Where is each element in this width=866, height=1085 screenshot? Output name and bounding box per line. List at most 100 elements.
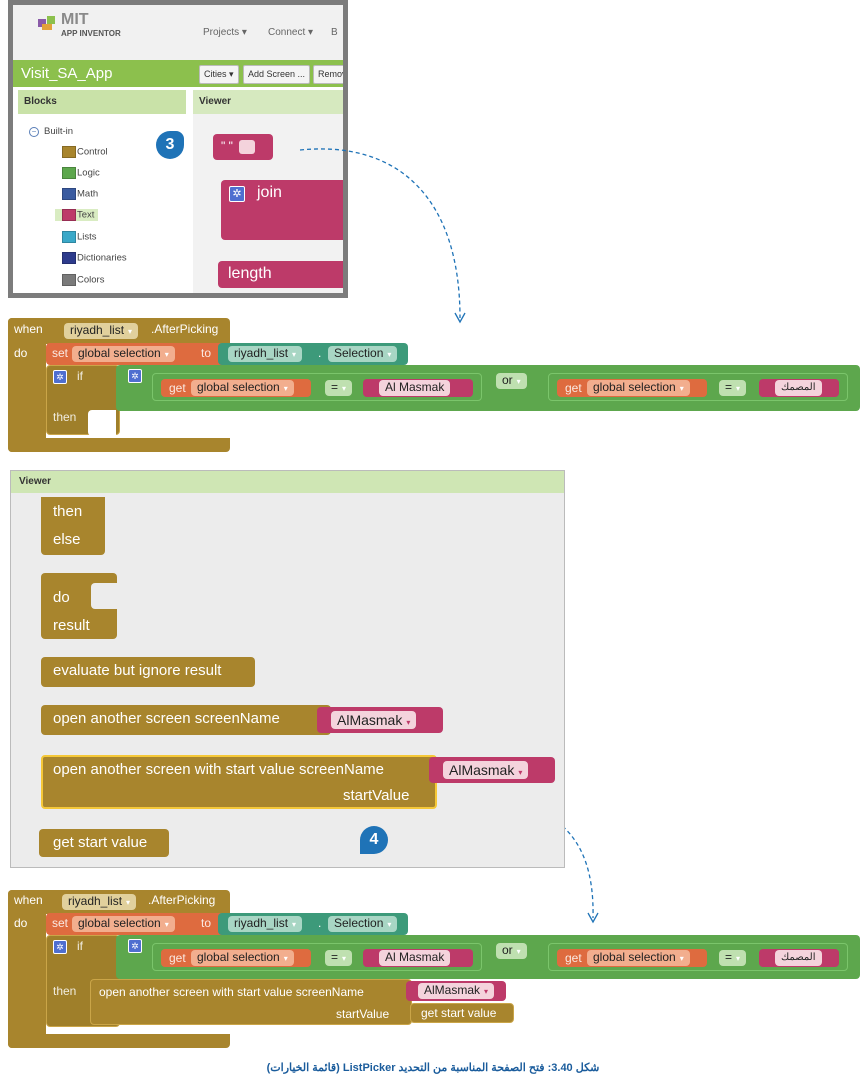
equals-dropdown[interactable]: =▾: [325, 950, 353, 966]
result-label: result: [53, 617, 90, 634]
property-name: Selection: [334, 916, 384, 930]
component-name: riyadh_list: [70, 323, 125, 337]
category-label: Colors: [77, 274, 105, 286]
equals-dropdown[interactable]: =▾: [719, 380, 747, 396]
gear-icon[interactable]: ✲: [128, 369, 142, 383]
screen-dropdown[interactable]: Cities ▾: [199, 65, 239, 84]
open-screen-block[interactable]: open another screen screenName: [41, 705, 331, 735]
dot-label: .: [318, 916, 322, 930]
component-dropdown[interactable]: riyadh_list▾: [64, 323, 139, 339]
collapse-icon[interactable]: −: [29, 127, 39, 137]
inserted-open-screen-block[interactable]: open another screen with start value scr…: [90, 979, 412, 1025]
screen-name-text-block[interactable]: AlMasmak▾: [317, 707, 443, 733]
variable-dropdown[interactable]: global selection▾: [72, 346, 175, 362]
join-block[interactable]: ✲ join: [221, 180, 343, 240]
menu-build[interactable]: B: [331, 27, 338, 38]
inserted-screen-value[interactable]: AlMasmak▾: [418, 983, 495, 999]
property-dropdown[interactable]: Selection▾: [328, 346, 398, 362]
category-item-lists[interactable]: Lists: [62, 231, 97, 243]
remove-screen-button[interactable]: Remov: [313, 65, 343, 84]
compare-block-1[interactable]: get global selection▾ =▾ Al Masmak: [152, 373, 482, 401]
category-item-text[interactable]: Text: [55, 209, 99, 221]
component-dropdown[interactable]: riyadh_list▾: [62, 894, 137, 910]
component-getter-dropdown[interactable]: riyadh_list▾: [228, 346, 303, 362]
screen-name-value[interactable]: AlMasmak▾: [331, 711, 417, 729]
or-dropdown[interactable]: or▾: [496, 373, 527, 389]
event-name: .AfterPicking: [151, 322, 219, 336]
set-block[interactable]: set global selection▾ to: [46, 913, 232, 935]
get-variable-dropdown[interactable]: global selection▾: [587, 380, 690, 396]
category-label: Dictionaries: [77, 252, 127, 264]
length-block[interactable]: length: [218, 261, 343, 288]
text-field[interactable]: [239, 140, 255, 154]
inserted-screen-text-block[interactable]: AlMasmak▾: [406, 981, 506, 1001]
menu-projects[interactable]: Projects ▾: [203, 27, 247, 38]
equals-dropdown[interactable]: =▾: [325, 380, 353, 396]
component-getter-block[interactable]: riyadh_list▾ . Selection▾: [218, 343, 408, 365]
text-value-1[interactable]: Al Masmak: [379, 380, 451, 396]
brand-mit: MIT: [61, 11, 89, 28]
get-block-1[interactable]: get global selection▾: [161, 949, 311, 967]
open-screen-start-block[interactable]: open another screen with start value scr…: [41, 755, 437, 809]
if-else-fragment[interactable]: then else: [41, 497, 105, 555]
text-string-block[interactable]: " ": [213, 134, 273, 160]
get-block-2[interactable]: get global selection▾: [557, 379, 707, 397]
equals-dropdown[interactable]: =▾: [719, 950, 747, 966]
gear-icon[interactable]: ✲: [53, 940, 67, 954]
get-block-2[interactable]: get global selection▾: [557, 949, 707, 967]
start-screen-value[interactable]: AlMasmak▾: [443, 761, 529, 779]
get-variable-dropdown[interactable]: global selection▾: [587, 950, 690, 966]
text-value-2[interactable]: المصمك: [775, 950, 822, 966]
arrow-step3-head: [454, 312, 466, 324]
property-dropdown[interactable]: Selection▾: [328, 916, 398, 932]
compare-block-2[interactable]: get global selection▾ =▾ المصمك: [548, 943, 848, 971]
open-screen-label: open another screen screenName: [53, 710, 280, 727]
text-value-2[interactable]: المصمك: [775, 380, 822, 396]
get-variable-name: global selection: [593, 380, 676, 394]
component-getter-dropdown[interactable]: riyadh_list▾: [228, 916, 303, 932]
get-variable-dropdown[interactable]: global selection▾: [191, 950, 294, 966]
gear-icon[interactable]: ✲: [53, 370, 67, 384]
event-block-1[interactable]: when riyadh_list▾ .AfterPicking do set g…: [8, 318, 860, 452]
variable-dropdown[interactable]: global selection▾: [72, 916, 175, 932]
category-item-logic[interactable]: Logic: [62, 167, 100, 179]
or-block[interactable]: ✲ get global selection▾ =▾ Al Masmak or▾…: [116, 365, 860, 411]
text-block-1[interactable]: Al Masmak: [363, 379, 473, 397]
text-block-2[interactable]: المصمك: [759, 379, 839, 397]
compare-block-1[interactable]: get global selection▾ =▾ Al Masmak: [152, 943, 482, 971]
gear-icon[interactable]: ✲: [229, 186, 245, 202]
category-item-dictionaries[interactable]: Dictionaries: [62, 252, 127, 264]
compare-block-2[interactable]: get global selection▾ =▾ المصمك: [548, 373, 848, 401]
category-item-math[interactable]: Math: [62, 188, 98, 200]
or-dropdown[interactable]: or▾: [496, 943, 527, 959]
menu-connect[interactable]: Connect ▾: [268, 27, 314, 38]
add-screen-button[interactable]: Add Screen ...: [243, 65, 311, 84]
event-block-2[interactable]: when riyadh_list▾ .AfterPicking do set g…: [8, 890, 860, 1048]
gear-icon[interactable]: ✲: [128, 939, 142, 953]
dropdown-arrow-icon: ▾: [126, 898, 131, 907]
category-item-control[interactable]: Control: [62, 146, 108, 158]
else-label: else: [53, 531, 81, 548]
project-name: Visit_SA_App: [21, 65, 113, 82]
do-result-block[interactable]: do result: [41, 573, 117, 639]
start-screen-text-block[interactable]: AlMasmak▾: [429, 757, 555, 783]
or-block[interactable]: ✲ get global selection▾ =▾ Al Masmak or▾…: [116, 935, 860, 979]
inserted-get-start-block[interactable]: get start value: [410, 1003, 514, 1023]
text-block-2[interactable]: المصمك: [759, 949, 839, 967]
mit-logo-icon: [38, 16, 55, 30]
category-label: Logic: [77, 167, 100, 179]
set-block[interactable]: set global selection▾ to: [46, 343, 232, 365]
category-item-colors[interactable]: Colors: [62, 274, 104, 286]
screen-name-text: AlMasmak: [337, 712, 403, 728]
get-start-value-block[interactable]: get start value: [39, 829, 169, 857]
evaluate-block[interactable]: evaluate but ignore result: [41, 657, 255, 687]
text-value-1[interactable]: Al Masmak: [379, 950, 451, 966]
component-getter-block[interactable]: riyadh_list▾ . Selection▾: [218, 913, 408, 935]
blocks-panel-header: Blocks: [18, 90, 186, 114]
get-block-1[interactable]: get global selection▾: [161, 379, 311, 397]
get-variable-dropdown[interactable]: global selection▾: [191, 380, 294, 396]
dropdown-arrow-icon: ▾: [292, 350, 297, 359]
text-block-1[interactable]: Al Masmak: [363, 949, 473, 967]
tree-root[interactable]: −Built-in: [29, 126, 73, 137]
dropdown-arrow-icon: ▾: [164, 350, 169, 359]
